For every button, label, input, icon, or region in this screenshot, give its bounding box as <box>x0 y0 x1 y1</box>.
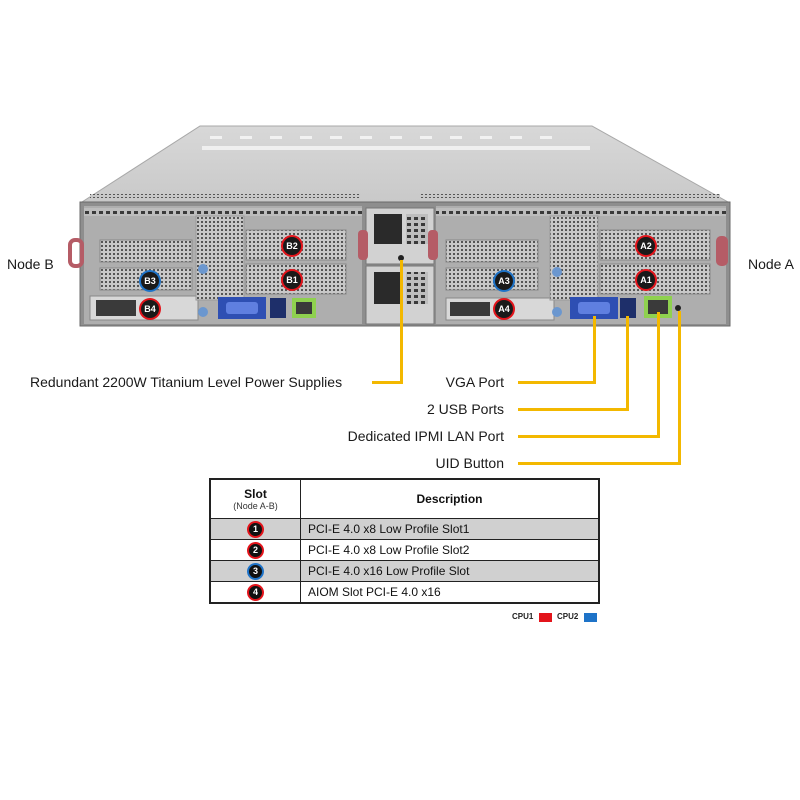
lead-line-power <box>400 260 403 384</box>
lead-line-uid <box>678 311 681 465</box>
header-description: Description <box>300 478 600 519</box>
slot-badge-a1: A1 <box>637 271 655 289</box>
slot-description: PCI-E 4.0 x16 Low Profile Slot <box>300 560 600 582</box>
header-slot-title: Slot <box>244 487 267 501</box>
slot-badge-b1: B1 <box>283 271 301 289</box>
slot-description: PCI-E 4.0 x8 Low Profile Slot1 <box>300 518 600 540</box>
slot-badge-a3: A3 <box>495 272 513 290</box>
lead-line-vga-h <box>518 381 596 384</box>
lead-line-power-h <box>372 381 403 384</box>
node-b-label: Node B <box>7 256 54 272</box>
callout-power-supplies: Redundant 2200W Titanium Level Power Sup… <box>30 374 343 390</box>
slot-badge-a2: A2 <box>637 237 655 255</box>
slot-badge-b2: B2 <box>283 237 301 255</box>
chassis-top-lid <box>80 125 730 203</box>
lead-line-ipmi-h <box>518 435 660 438</box>
lead-line-ipmi <box>657 312 660 438</box>
node-a-handle <box>716 236 728 266</box>
lead-line-uid-h <box>518 462 681 465</box>
legend-cpu2-label: CPU2 <box>557 612 579 621</box>
node-b-handle <box>68 238 84 268</box>
slot-badge-2: 2 <box>249 544 262 558</box>
lead-line-usb <box>626 316 629 411</box>
node-a-label: Node A <box>748 256 794 272</box>
slot-badge-4: 4 <box>249 586 262 600</box>
lead-line-vga <box>593 316 596 384</box>
node-b-usb-ports <box>270 298 286 318</box>
slot-badge-a4: A4 <box>495 300 513 318</box>
table-row: 3 PCI-E 4.0 x16 Low Profile Slot <box>209 560 600 582</box>
header-slot-subtitle: (Node A-B) <box>233 501 278 511</box>
table-row: 1 PCI-E 4.0 x8 Low Profile Slot1 <box>209 518 600 540</box>
callout-vga-port: VGA Port <box>445 374 504 390</box>
callout-uid-button: UID Button <box>435 455 504 471</box>
callout-ipmi-lan-port: Dedicated IPMI LAN Port <box>347 428 504 444</box>
node-a-uid-button <box>675 305 681 311</box>
legend-cpu1-swatch <box>539 613 552 622</box>
slot-badge-b4: B4 <box>141 300 159 318</box>
legend-cpu1-label: CPU1 <box>512 612 534 621</box>
table-row: 2 PCI-E 4.0 x8 Low Profile Slot2 <box>209 539 600 561</box>
slot-badge-3: 3 <box>249 565 262 579</box>
lead-line-usb-h <box>518 408 629 411</box>
table-row: 4 AIOM Slot PCI-E 4.0 x16 <box>209 581 600 604</box>
header-slot: Slot (Node A-B) <box>209 478 301 519</box>
node-a-usb-ports <box>620 298 636 318</box>
slot-badge-1: 1 <box>249 523 262 537</box>
server-chassis-rear-view <box>68 125 731 327</box>
slot-description: AIOM Slot PCI-E 4.0 x16 <box>300 581 600 604</box>
slot-badge-b3: B3 <box>141 272 159 290</box>
slot-description: PCI-E 4.0 x8 Low Profile Slot2 <box>300 539 600 561</box>
callout-usb-ports: 2 USB Ports <box>426 401 504 417</box>
slot-description-table: Slot (Node A-B) Description 1 PCI-E 4.0 … <box>209 478 600 604</box>
legend-cpu2-swatch <box>584 613 597 622</box>
